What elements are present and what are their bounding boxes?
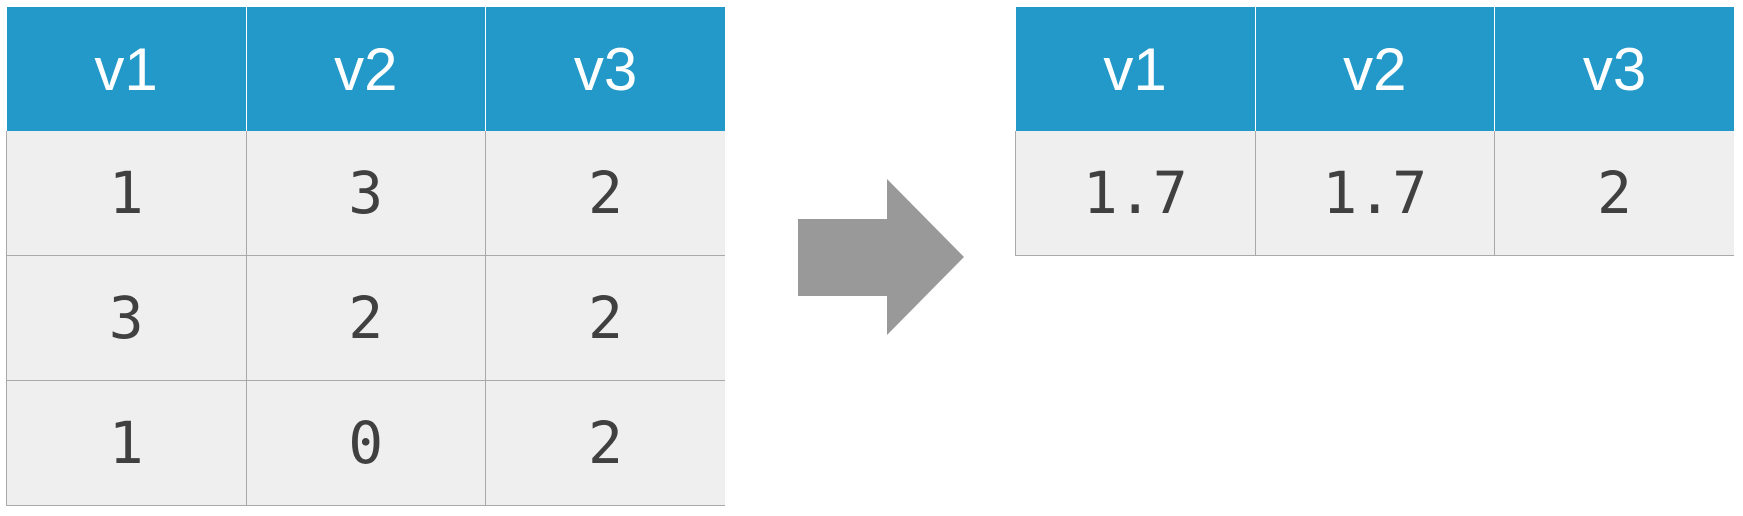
table-cell: 1.7 xyxy=(1015,131,1255,256)
table-cell: 0 xyxy=(245,380,486,506)
table-cell: 1.7 xyxy=(1254,131,1495,256)
column-header: v1 xyxy=(6,7,246,131)
table-cell: 1 xyxy=(6,131,246,256)
table-cell: 2 xyxy=(1494,131,1734,256)
column-header: v2 xyxy=(1254,7,1495,131)
column-header: v3 xyxy=(1494,7,1734,131)
output-table: v1 v2 v3 1.7 1.7 2 xyxy=(1015,7,1734,256)
table-row: 1 3 2 xyxy=(6,131,725,256)
header-row: v1 v2 v3 xyxy=(6,7,725,131)
header-row: v1 v2 v3 xyxy=(1015,7,1734,131)
column-header: v1 xyxy=(1015,7,1255,131)
table-row: 3 2 2 xyxy=(6,255,725,381)
table-cell: 2 xyxy=(485,255,725,381)
right-arrow-icon xyxy=(798,179,964,335)
arrow-shape xyxy=(798,179,964,335)
column-header: v3 xyxy=(485,7,725,131)
table-cell: 2 xyxy=(485,380,725,506)
table-row: 1 0 2 xyxy=(6,380,725,506)
table-cell: 3 xyxy=(245,131,486,256)
table-row: 1.7 1.7 2 xyxy=(1015,131,1734,256)
input-table: v1 v2 v3 1 3 2 3 2 2 1 0 2 xyxy=(6,7,725,506)
table-cell: 3 xyxy=(6,255,246,381)
table-cell: 2 xyxy=(485,131,725,256)
table-cell: 1 xyxy=(6,380,246,506)
table-cell: 2 xyxy=(245,255,486,381)
column-header: v2 xyxy=(245,7,486,131)
